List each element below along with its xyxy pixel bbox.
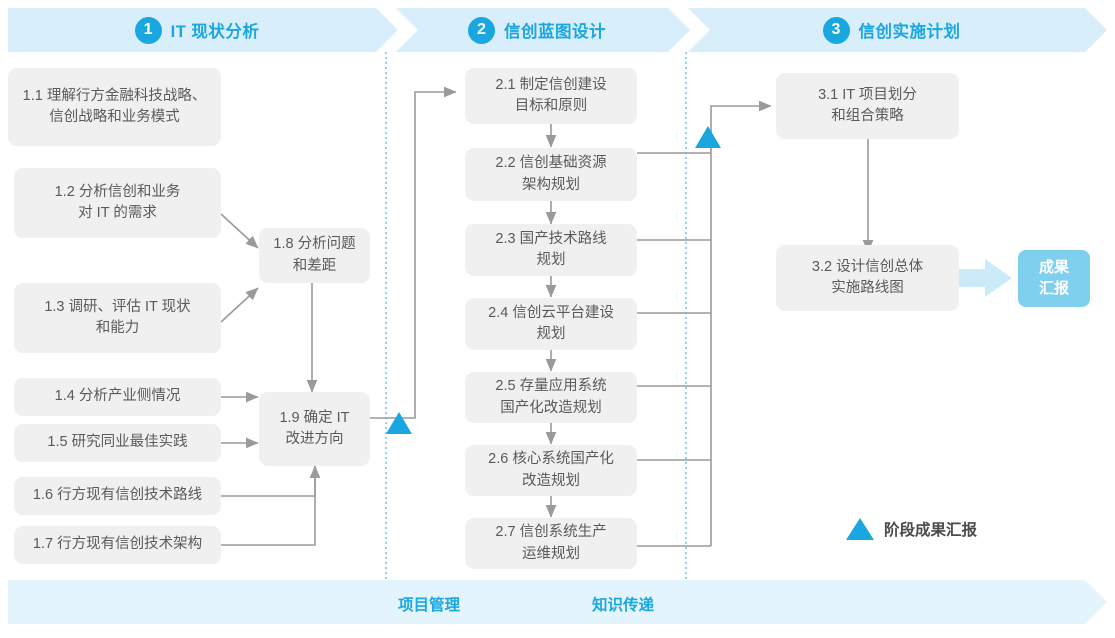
task-label-2-7: 2.7 信创系统生产运维规划	[495, 524, 607, 562]
task-label-2-5: 2.5 存量应用系统国产化改造规划	[495, 378, 607, 416]
task-label-1-3: 1.3 调研、评估 IT 现状和能力	[44, 298, 191, 336]
task-box-3-2[interactable]: 3.2 设计信创总体实施路线图	[776, 245, 959, 311]
result-badge-label: 成果汇报	[1038, 259, 1069, 297]
legend-label: 阶段成果汇报	[884, 522, 978, 539]
task-box-1-7[interactable]: 1.7 行方现有信创技术架构	[14, 526, 221, 564]
task-label-2-4: 2.4 信创云平台建设规划	[488, 304, 614, 342]
task-box-2-7[interactable]: 2.7 信创系统生产运维规划	[465, 518, 637, 569]
connector-1-9-to-2-1	[370, 86, 457, 419]
task-label-1-1: 1.1 理解行方金融科技战略、信创战略和业务模式	[22, 87, 207, 125]
connector-1-2-to-1-8	[220, 213, 259, 249]
task-label-2-6: 2.6 核心系统国产化改造规划	[488, 451, 614, 489]
task-label-3-2: 3.2 设计信创总体实施路线图	[811, 258, 924, 296]
phase-label-1: IT 现状分析	[170, 23, 260, 41]
task-box-3-1[interactable]: 3.1 IT 项目划分和组合策略	[776, 73, 959, 139]
task-label-2-2: 2.2 信创基础资源架构规划	[495, 155, 607, 193]
phase-number-1: 1	[134, 16, 162, 44]
footer-label-knowledge-transfer: 知识传递	[592, 597, 655, 614]
legend: 阶段成果汇报	[846, 518, 977, 540]
task-box-2-3[interactable]: 2.3 国产技术路线规划	[465, 224, 637, 276]
milestone-triangle-phase-1	[386, 412, 412, 434]
task-label-1-2: 1.2 分析信创和业务对 IT 的需求	[54, 183, 181, 221]
result-badge[interactable]: 成果汇报	[1018, 250, 1090, 307]
phase-label-3: 信创实施计划	[858, 23, 961, 41]
footer-band	[8, 580, 1107, 624]
task-box-1-3[interactable]: 1.3 调研、评估 IT 现状和能力	[14, 283, 221, 353]
milestone-triangle-phase-2	[695, 126, 721, 148]
phase-band-3: 3 信创实施计划	[688, 8, 1107, 52]
task-box-1-4[interactable]: 1.4 分析产业侧情况	[14, 378, 221, 416]
task-box-2-4[interactable]: 2.4 信创云平台建设规划	[465, 298, 637, 350]
phase-band-1: 1 IT 现状分析	[8, 8, 398, 52]
task-label-3-1: 3.1 IT 项目划分和组合策略	[818, 86, 917, 124]
task-box-1-2[interactable]: 1.2 分析信创和业务对 IT 的需求	[14, 168, 221, 238]
phase-label-2: 信创蓝图设计	[504, 23, 606, 41]
connector-1-7-to-1-9	[221, 466, 316, 546]
footer-label-project-management: 项目管理	[398, 597, 461, 614]
task-label-1-5: 1.5 研究同业最佳实践	[47, 434, 188, 451]
task-box-1-6[interactable]: 1.6 行方现有信创技术路线	[14, 477, 221, 515]
task-box-2-5[interactable]: 2.5 存量应用系统国产化改造规划	[465, 372, 637, 423]
task-box-2-6[interactable]: 2.6 核心系统国产化改造规划	[465, 445, 637, 496]
task-label-1-8: 1.8 分析问题和差距	[273, 236, 356, 274]
task-box-2-2[interactable]: 2.2 信创基础资源架构规划	[465, 148, 637, 201]
task-label-1-7: 1.7 行方现有信创技术架构	[32, 536, 203, 553]
connector-1-6-to-1-9	[221, 465, 321, 497]
result-block-arrow	[956, 259, 1012, 297]
task-label-2-1: 2.1 制定信创建设目标和原则	[495, 76, 607, 114]
task-box-1-5[interactable]: 1.5 研究同业最佳实践	[14, 424, 221, 462]
phase-number-3: 3	[822, 16, 850, 44]
milestone-triangle-icon	[846, 518, 874, 540]
task-label-2-3: 2.3 国产技术路线规划	[495, 230, 607, 268]
connector-bus-to-3-1	[710, 100, 772, 546]
connector-1-3-to-1-8	[220, 287, 259, 323]
task-box-2-1[interactable]: 2.1 制定信创建设目标和原则	[465, 68, 637, 124]
task-label-1-4: 1.4 分析产业侧情况	[54, 388, 181, 405]
phase-number-2: 2	[468, 16, 495, 44]
task-box-1-8[interactable]: 1.8 分析问题和差距	[259, 228, 370, 283]
task-label-1-6: 1.6 行方现有信创技术路线	[32, 487, 203, 504]
task-box-1-1[interactable]: 1.1 理解行方金融科技战略、信创战略和业务模式	[8, 68, 221, 146]
phase-band-2: 2 信创蓝图设计	[396, 8, 690, 52]
